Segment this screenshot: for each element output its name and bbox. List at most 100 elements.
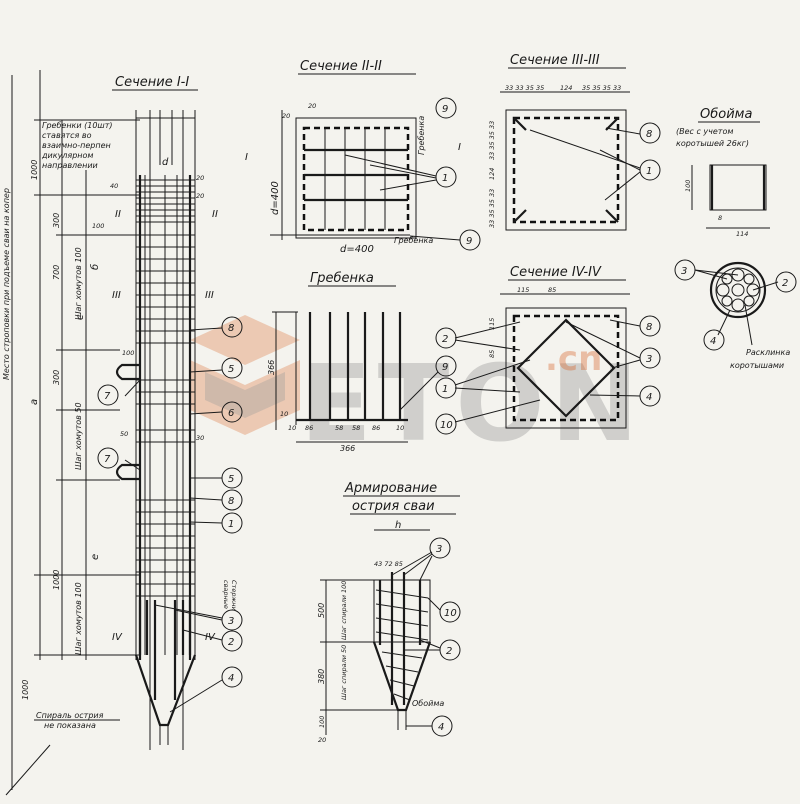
watermark-logo-body bbox=[190, 360, 300, 435]
section-4-diamond bbox=[516, 318, 616, 418]
note-step-spiral-50: Шаг спирали 50 bbox=[340, 645, 348, 700]
note-grebenki-4: дикулярном bbox=[41, 151, 93, 160]
dim-366-vertical: 366 bbox=[267, 360, 276, 375]
dim-500: 500 bbox=[317, 603, 326, 618]
note-grebenki-2: ставятся во bbox=[42, 131, 92, 140]
callout-3b: 3 bbox=[681, 266, 687, 277]
dim-1000-bot: 1000 bbox=[21, 680, 30, 700]
title-section-4: Сечение IV-IV bbox=[510, 265, 602, 280]
callout-8d: 8 bbox=[646, 322, 652, 333]
section-2-outline bbox=[295, 117, 417, 239]
note-sling-place: Место строповки при подъеме сваи на копе… bbox=[2, 188, 11, 380]
title-section-2: Сечение II-II bbox=[300, 59, 382, 74]
dim-124-v: 124 bbox=[488, 168, 496, 180]
dim-58-b: 58 bbox=[352, 424, 360, 432]
callout-3c: 3 bbox=[646, 354, 652, 365]
lifting-loop-upper bbox=[115, 363, 140, 381]
callout-4b: 4 bbox=[710, 336, 716, 347]
watermark-logo-top bbox=[190, 315, 300, 365]
dim-86-a: 86 bbox=[305, 424, 313, 432]
note-grebenki-3: взаимно-перпен bbox=[42, 141, 111, 150]
dim-tip-100: 100 bbox=[318, 716, 326, 728]
body-stirrups bbox=[136, 234, 195, 597]
mark-IV-left: IV bbox=[112, 632, 123, 643]
note-grebenka-label: Гребенка bbox=[394, 236, 433, 245]
callout-2b: 2 bbox=[782, 278, 788, 289]
title-section-1: Сечение I-I bbox=[115, 75, 189, 90]
watermark-dotcn: .cn bbox=[545, 339, 602, 379]
callout-7b: 7 bbox=[104, 454, 111, 465]
callout-8a: 8 bbox=[228, 323, 234, 334]
title-section-3: Сечение III-III bbox=[510, 53, 600, 68]
dim-side-top: 33 35 35 33 bbox=[488, 121, 496, 160]
note-oboima-label: Обойма bbox=[412, 699, 444, 708]
dim-tip-h: h bbox=[395, 520, 401, 531]
dim-20-b: 20 bbox=[196, 192, 204, 200]
callout-7a: 7 bbox=[104, 391, 111, 402]
mark-II-right: II bbox=[212, 209, 218, 220]
dim-58-a: 58 bbox=[335, 424, 343, 432]
note-spiral-1: Спираль острия bbox=[36, 711, 104, 720]
mark-I-right: I bbox=[458, 142, 461, 153]
title-grebenka: Гребенка bbox=[310, 271, 374, 286]
callout-1b: 1 bbox=[442, 173, 448, 184]
lifting-loop-lower bbox=[115, 463, 140, 481]
section-3-outline bbox=[505, 109, 627, 231]
dim-50: 50 bbox=[120, 430, 128, 438]
callouts-section-1: 8 5 7 6 7 5 8 1 3 bbox=[97, 316, 243, 713]
dim-c-letter: с bbox=[75, 314, 86, 320]
note-oboima-weight-2: коротышей 26кг) bbox=[676, 139, 749, 148]
grebenka-detail: Гребенка 366 10 10 86 58 58 86 10 366 9 bbox=[267, 271, 457, 453]
note-sterzhni-2: сварные bbox=[222, 580, 230, 609]
dim-10-a: 10 bbox=[280, 410, 288, 418]
dim-100-a: 100 bbox=[92, 222, 104, 230]
callout-4a: 4 bbox=[228, 673, 234, 684]
dim-a-letter: a bbox=[29, 399, 40, 405]
head-stirrups bbox=[136, 179, 195, 223]
tip-reinforcement: Армирование острия сваи h 43 72 85 500 3… bbox=[317, 481, 461, 744]
callout-6: 6 bbox=[228, 408, 234, 419]
title-oboima: Обойма bbox=[700, 107, 752, 122]
note-sterzhni-1: Стержни bbox=[230, 580, 238, 611]
mark-III-left: III bbox=[112, 290, 121, 301]
dim-100-b: 100 bbox=[122, 349, 134, 357]
watermark-text: ETON bbox=[300, 343, 645, 465]
note-step-hom-100a: Шаг хомутов 100 bbox=[74, 247, 83, 320]
note-grebenka-vertical: Гребенка bbox=[417, 116, 426, 155]
title-armirovanie-2: острия сваи bbox=[352, 499, 435, 514]
watermark-logo-inner bbox=[205, 372, 285, 418]
dim-30: 30 bbox=[196, 434, 204, 442]
oboima-detail: Обойма (Вес с учетом коротышей 26кг) 100… bbox=[674, 107, 797, 370]
note-rasklinka-2: коротышами bbox=[730, 361, 784, 370]
dim-top-row-left: 33 33 35 35 bbox=[505, 84, 544, 92]
callout-1c: 1 bbox=[646, 166, 652, 177]
callout-10a: 10 bbox=[440, 420, 453, 431]
dim-d-letter: d bbox=[162, 157, 169, 168]
callout-2d: 2 bbox=[446, 646, 452, 657]
dim-top-row-right: 35 35 35 33 bbox=[582, 84, 621, 92]
dim-d400-vertical: d=400 bbox=[270, 181, 281, 215]
callout-8c: 8 bbox=[646, 129, 652, 140]
callout-9b: 9 bbox=[466, 236, 472, 247]
note-step-spiral: Шаг спирали 100 bbox=[340, 581, 348, 640]
mark-III-right: III bbox=[205, 290, 214, 301]
callout-9c: 9 bbox=[442, 362, 448, 373]
title-armirovanie-1: Армирование bbox=[344, 481, 437, 496]
callout-2c: 2 bbox=[442, 334, 448, 345]
dim-300-a: 300 bbox=[52, 213, 61, 228]
dim-side-bot: 33 35 35 33 bbox=[488, 189, 496, 228]
callout-1d: 1 bbox=[442, 384, 448, 395]
dim-300-b: 300 bbox=[52, 370, 61, 385]
dim-366-horizontal: 366 bbox=[340, 444, 355, 453]
callout-3d: 3 bbox=[436, 544, 442, 555]
dim-115-a: 115 bbox=[517, 286, 529, 294]
callout-10b: 10 bbox=[444, 608, 457, 619]
dim-oboima-8: 8 bbox=[718, 214, 722, 222]
callout-3a: 3 bbox=[228, 616, 234, 627]
section-4-4: Сечение IV-IV 115 85 115 85 8 3 4 2 1 10 bbox=[435, 265, 661, 435]
watermark: ETON .cn bbox=[190, 315, 645, 465]
note-grebenki-1: Гребенки (10шт) bbox=[42, 121, 113, 130]
dim-40: 40 bbox=[110, 182, 118, 190]
section-1-1: Сечение I-I bbox=[34, 75, 243, 750]
